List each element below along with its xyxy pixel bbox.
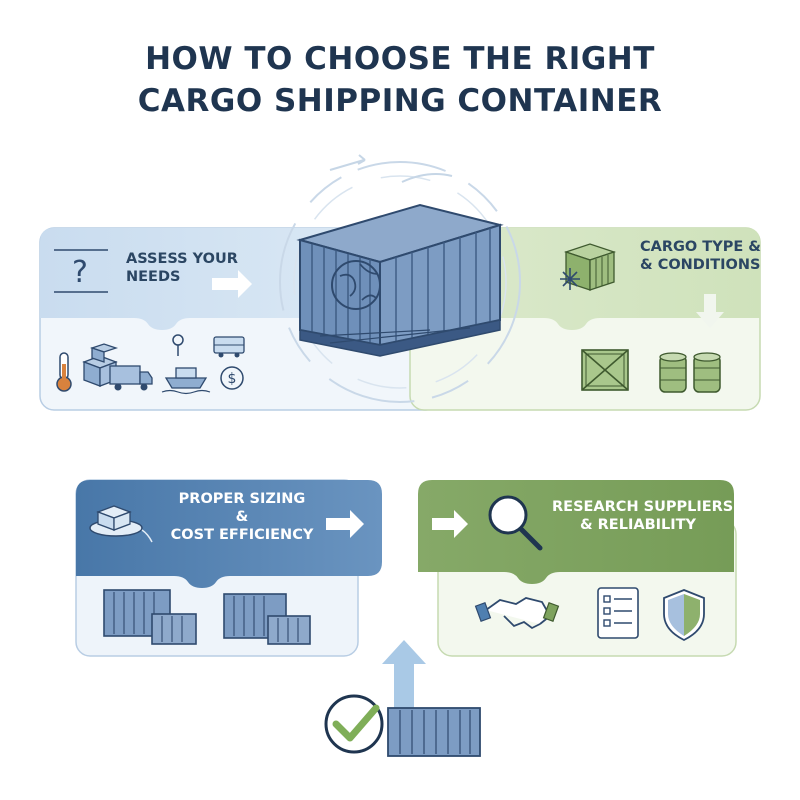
step-assess-label: ASSESS YOUR NEEDS — [126, 251, 238, 285]
up-arrow-icon — [382, 640, 426, 712]
svg-text:$: $ — [228, 371, 237, 387]
arrow-right-icon — [432, 510, 468, 538]
step-cargo-label: CARGO TYPE & & CONDITIONS — [640, 239, 761, 273]
thermometer-icon — [56, 352, 72, 392]
ship-icon — [161, 367, 211, 395]
shipping-container-icon — [387, 707, 481, 757]
truck-icon — [109, 365, 153, 391]
arrow-right-icon — [326, 510, 364, 538]
container-stack-icon — [103, 589, 311, 645]
barrels-icon — [659, 352, 721, 393]
crate-icon — [581, 349, 629, 391]
shield-icon — [663, 589, 705, 642]
checklist-icon — [597, 587, 639, 639]
page-title: HOW TO CHOOSE THE RIGHT CARGO SHIPPING C… — [0, 38, 800, 122]
step-sizing-label: PROPER SIZING & COST EFFICIENCY — [170, 491, 314, 543]
snowflake-icon — [560, 268, 580, 290]
title-line-2: CARGO SHIPPING CONTAINER — [137, 83, 663, 119]
down-arrow-icon — [696, 294, 724, 328]
step-research-label: RESEARCH SUPPLIERS & RELIABILITY — [552, 499, 734, 533]
box-on-scale-icon — [89, 505, 153, 543]
location-pin-icon — [172, 334, 184, 356]
bus-icon — [213, 336, 245, 358]
check-mark-icon — [324, 694, 384, 754]
dollar-coin-icon: $ — [220, 366, 244, 390]
title-line-1: HOW TO CHOOSE THE RIGHT — [145, 41, 655, 77]
magnifier-icon — [488, 495, 543, 551]
arrow-right-icon — [212, 270, 252, 298]
svg-text:?: ? — [72, 255, 88, 290]
center-container-graphic — [279, 154, 521, 403]
question-mark-icon: ? — [54, 249, 108, 293]
handshake-icon — [474, 597, 560, 630]
